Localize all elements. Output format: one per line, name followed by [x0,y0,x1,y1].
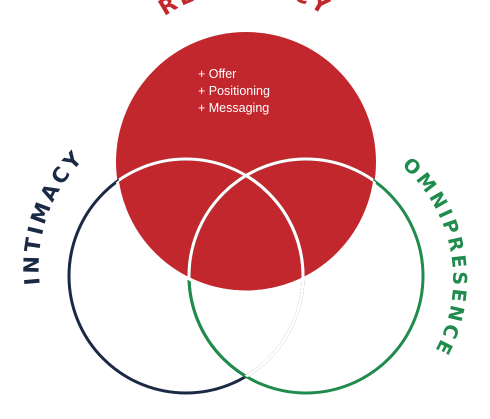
intimacy-arc-on-red [117,157,305,291]
relevancy-item-offer: + Offer [198,67,237,81]
intimacy-label: INTIMACY [20,145,89,286]
relevancy-items-list: + Offer + Positioning + Messaging [198,66,270,117]
relevancy-label: RELEVANCY [155,0,336,21]
omnipresence-arc-on-red [187,157,375,291]
relevancy-circle [116,32,376,292]
relevancy-item-positioning: + Positioning [198,84,270,98]
relevancy-item-messaging: + Messaging [198,101,270,115]
